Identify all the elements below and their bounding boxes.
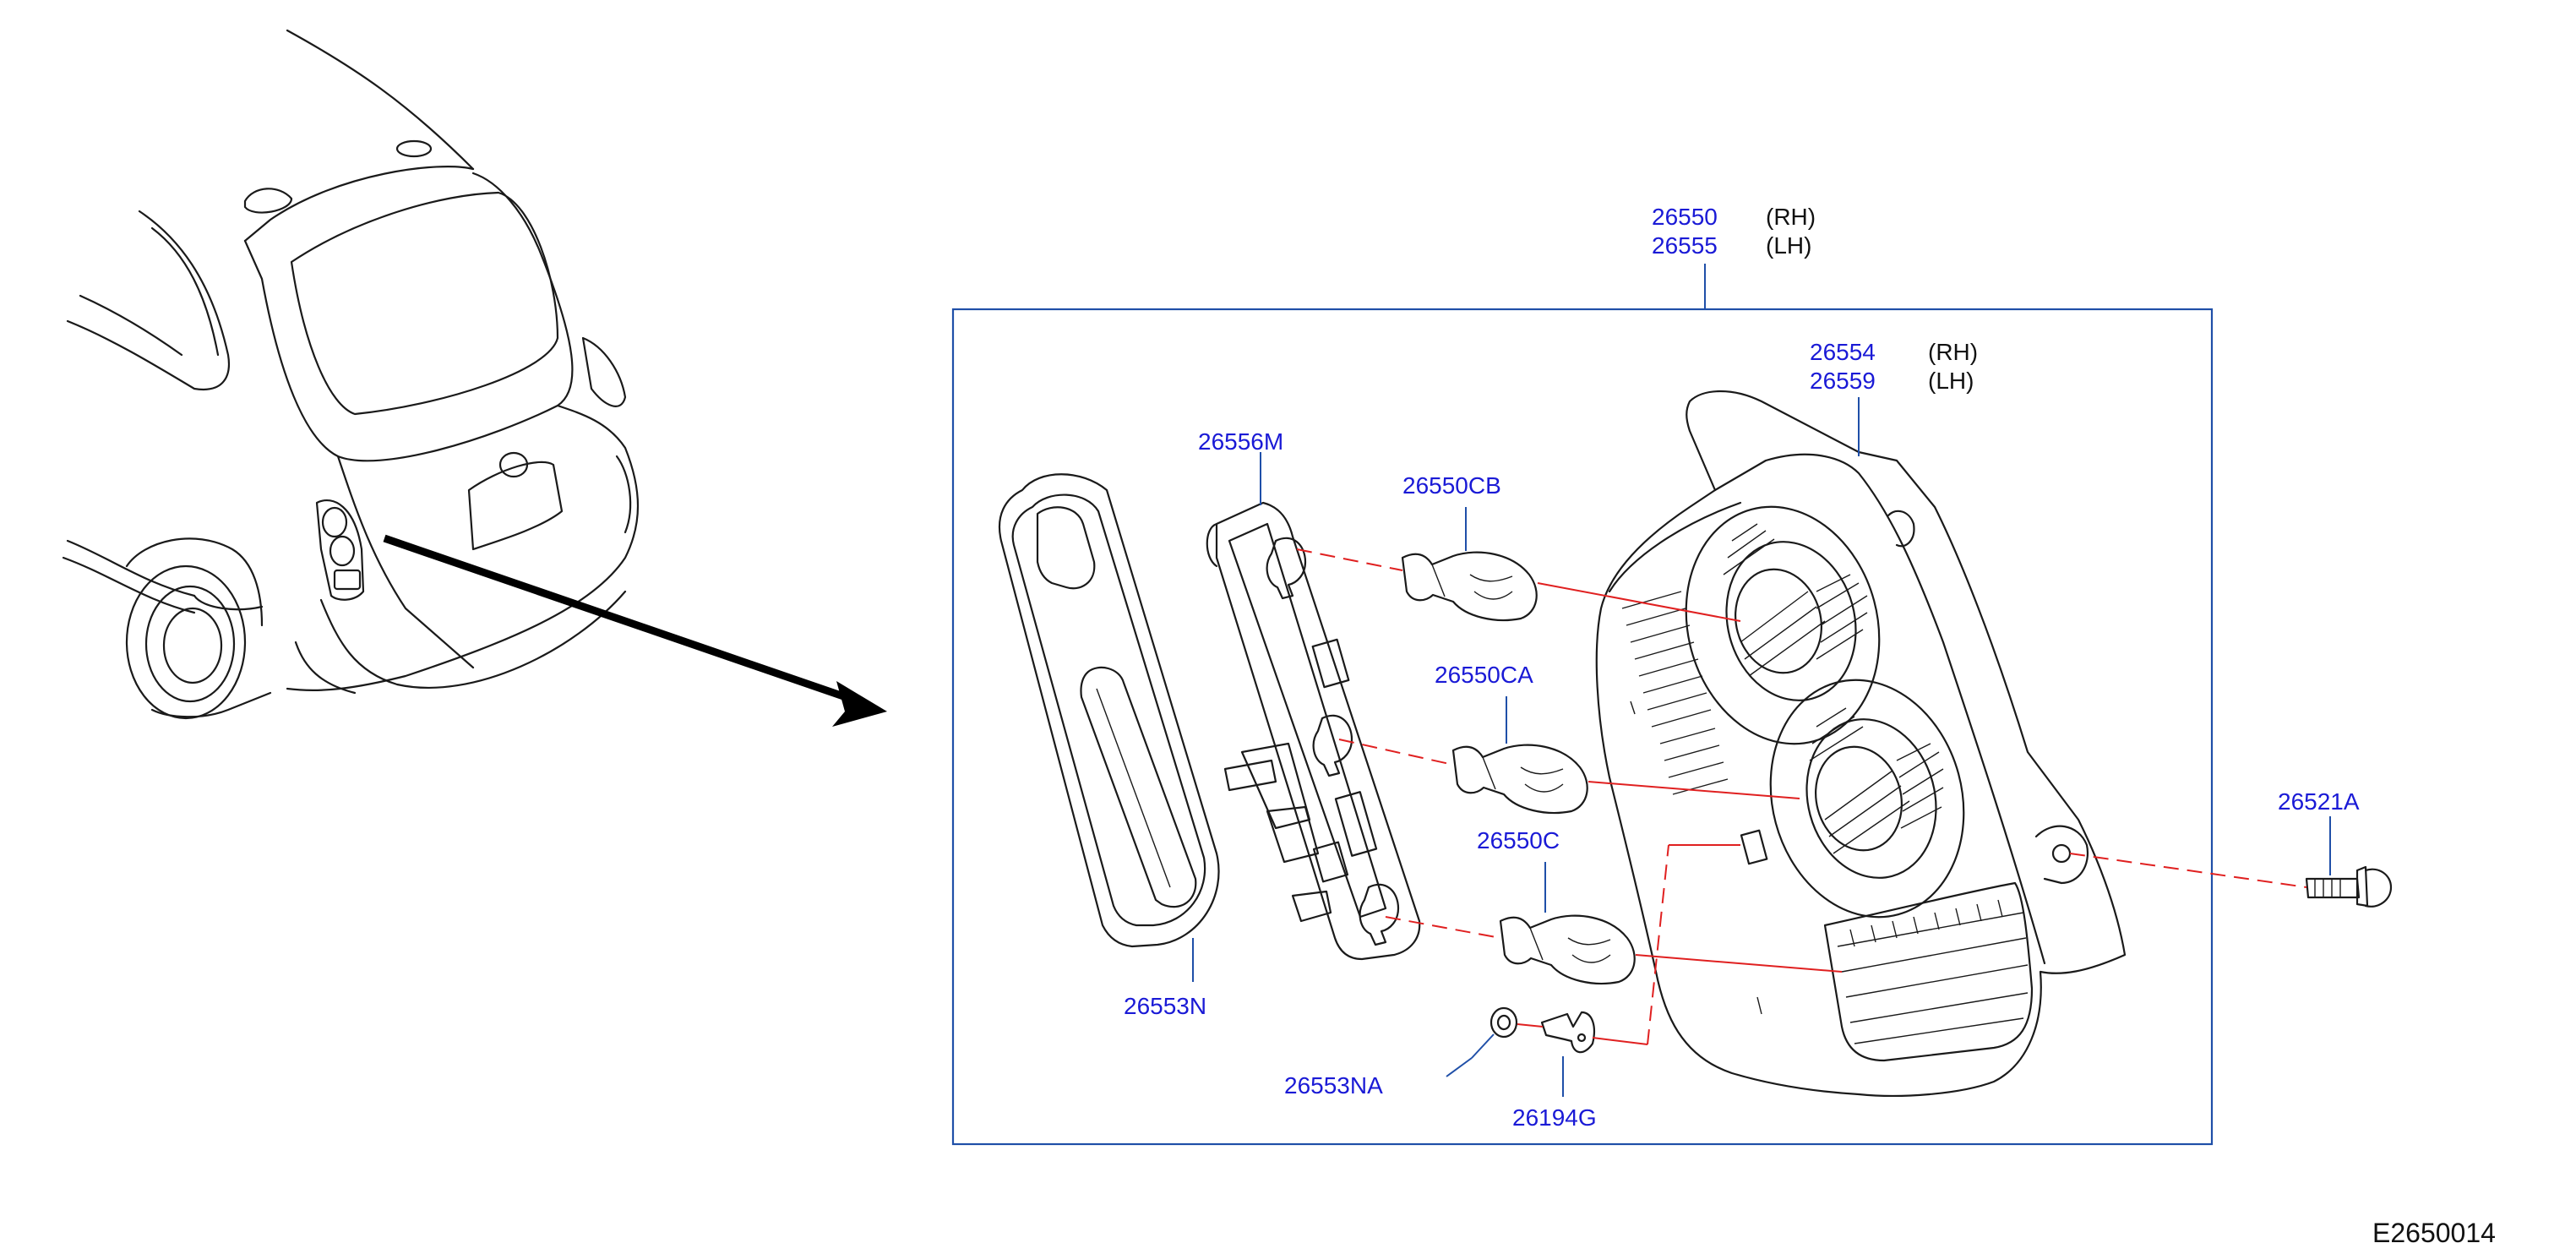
part-labels: 26550 (RH) 26555 (LH) 26554 (RH) 26559 (…	[1124, 204, 2360, 1131]
label-gasket: 26553N	[1124, 993, 1206, 1019]
label-lamp-assembly-lh: 26555	[1652, 232, 1718, 259]
bulb-upper-part	[1401, 551, 1538, 622]
label-lamp-assembly-lh-side: (LH)	[1766, 232, 1811, 259]
label-lamp-housing-rh: 26554	[1810, 339, 1876, 365]
label-bulb-lower: 26550C	[1477, 827, 1560, 853]
label-bulb-middle: 26550CA	[1435, 662, 1533, 688]
lamp-housing-part	[1595, 390, 2127, 1097]
bulb-lower-part	[1499, 914, 1636, 985]
label-clip: 26194G	[1512, 1104, 1597, 1131]
assembly-reference-lines	[1296, 548, 2307, 1045]
label-bolt: 26521A	[2278, 788, 2360, 815]
label-lamp-housing-lh: 26559	[1810, 368, 1876, 394]
label-bulb-upper: 26550CB	[1402, 472, 1501, 499]
label-lamp-housing-lh-side: (LH)	[1928, 368, 1974, 394]
vehicle-rear-illustration	[62, 29, 640, 720]
pointer-arrow	[383, 534, 887, 727]
drawing-code: E2650014	[2372, 1218, 2496, 1248]
label-lamp-assembly-rh-side: (RH)	[1766, 204, 1816, 230]
socket-plate-part	[1206, 501, 1421, 961]
label-lamp-assembly-rh: 26550	[1652, 204, 1718, 230]
assembly-callout-box	[951, 308, 2214, 1146]
gasket-part	[998, 473, 1220, 948]
label-grommet-washer: 26553NA	[1284, 1072, 1383, 1099]
clip-part	[1540, 1011, 1596, 1054]
label-lamp-housing-rh-side: (RH)	[1928, 339, 1978, 365]
grommet-washer-part	[1490, 1006, 1518, 1039]
label-socket-plate: 26556M	[1198, 428, 1283, 455]
bulb-middle-part	[1451, 744, 1588, 815]
bolt-part	[2305, 865, 2393, 908]
